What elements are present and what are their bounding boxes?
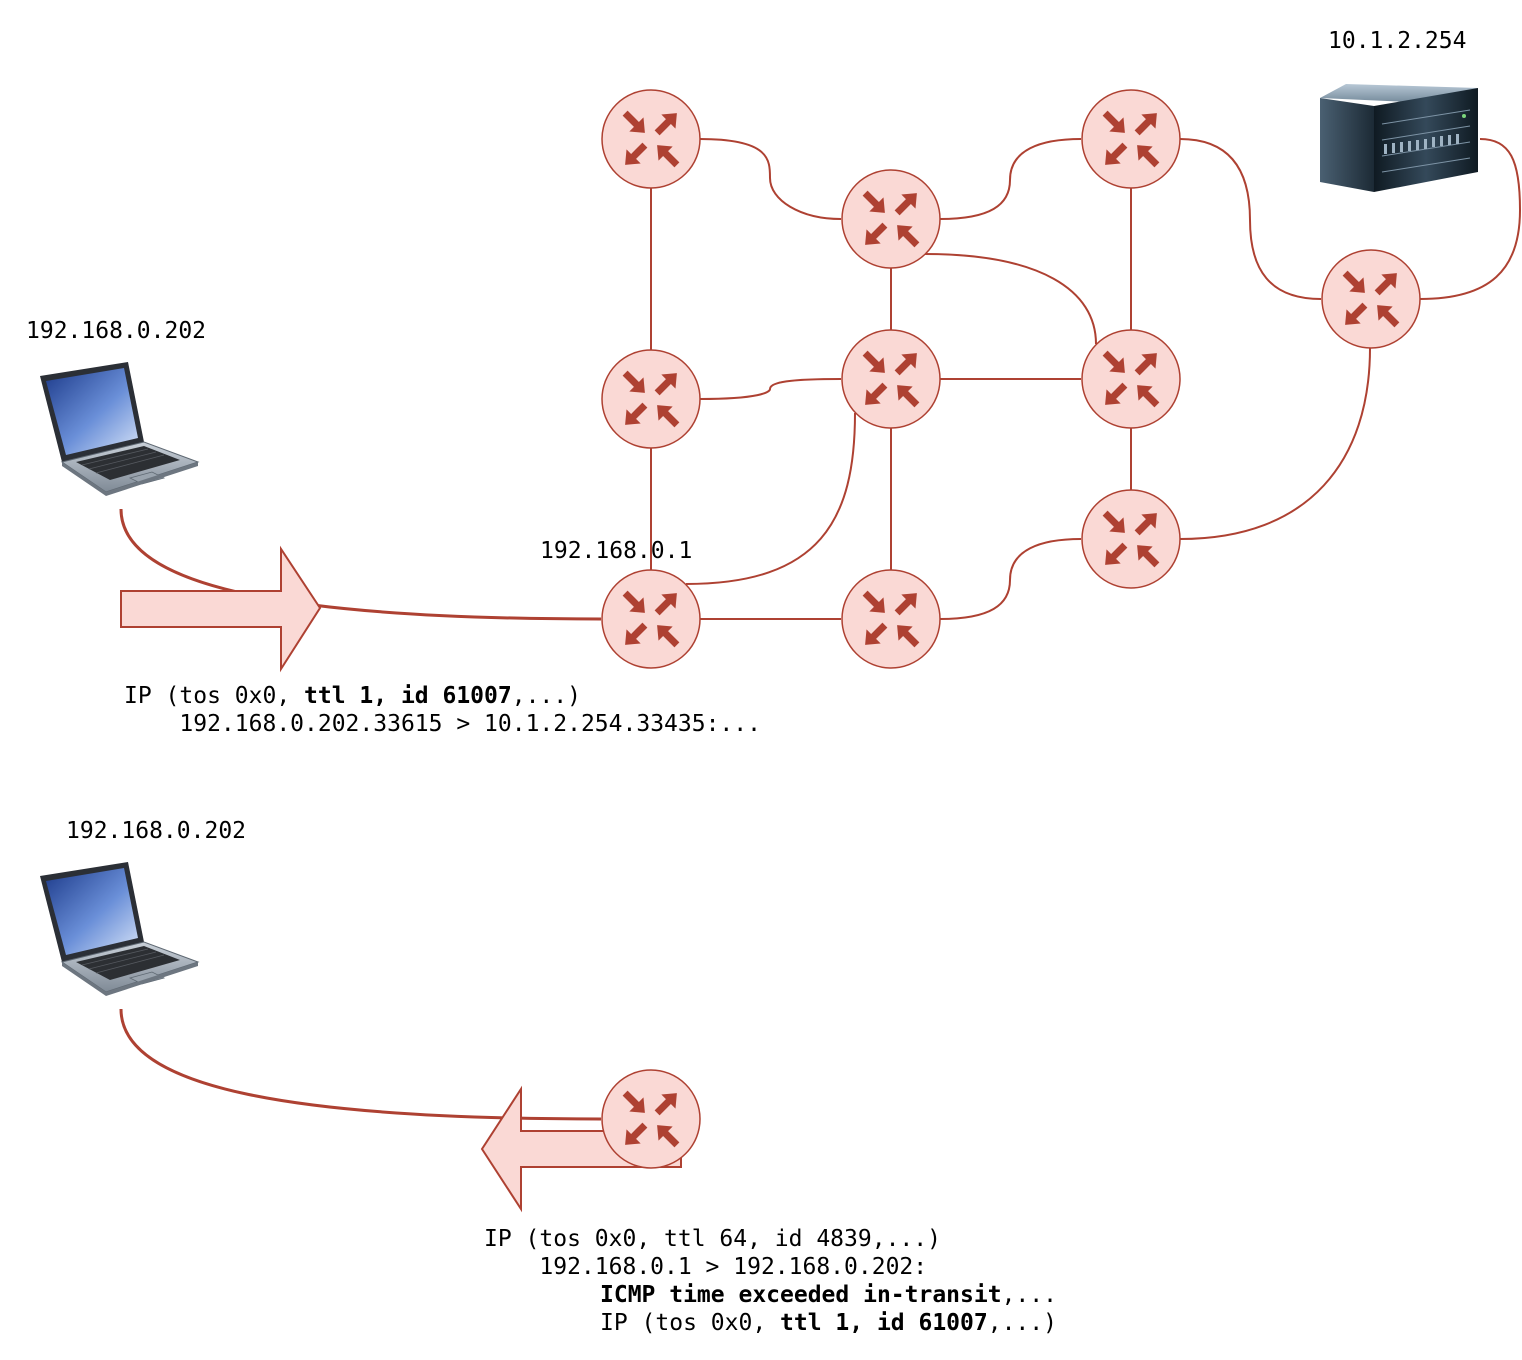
reply-line-3: ICMP time exceeded in-transit,... — [600, 1282, 1057, 1308]
laptop-icon[interactable] — [39, 861, 199, 997]
router-icon[interactable] — [1081, 489, 1181, 589]
packet-ttl: ttl 1, id 61007 — [304, 683, 512, 709]
link-r2-r6 — [924, 253, 1097, 345]
laptop-label-bottom: 192.168.0.202 — [66, 818, 246, 844]
reply-icmp: ICMP time exceeded in-transit — [600, 1282, 1002, 1308]
link-r1-r2 — [699, 138, 842, 220]
flow-gateway-to-laptop — [119, 1008, 602, 1121]
reply-inner-prefix: IP (tos 0x0, — [600, 1310, 780, 1336]
router-icon[interactable] — [601, 1069, 701, 1169]
packet-line-1: IP (tos 0x0, ttl 1, id 61007,...) — [124, 683, 581, 709]
reply-line-2: 192.168.0.1 > 192.168.0.202: — [484, 1254, 927, 1280]
block-arrow-icon — [120, 545, 322, 673]
reply-icmp-suffix: ,... — [1002, 1282, 1057, 1308]
router-icon[interactable] — [1321, 249, 1421, 349]
packet-line-2: 192.168.0.202.33615 > 10.1.2.254.33435:.… — [124, 711, 761, 737]
link-r3-server-router — [1179, 138, 1322, 300]
router-icon[interactable] — [841, 329, 941, 429]
link-r4-r5 — [699, 378, 842, 400]
router-icon[interactable] — [841, 169, 941, 269]
router-icon[interactable] — [601, 349, 701, 449]
packet-prefix: IP (tos 0x0, — [124, 683, 304, 709]
link-r2-r3 — [939, 138, 1082, 220]
link-gateway-r5 — [685, 412, 856, 585]
network-links — [650, 138, 1522, 620]
reply-inner-ttl: ttl 1, id 61007 — [780, 1310, 988, 1336]
link-r8-r9 — [939, 538, 1082, 620]
reply-line-1: IP (tos 0x0, ttl 64, id 4839,...) — [484, 1226, 941, 1252]
reply-line-4: IP (tos 0x0, ttl 1, id 61007,...) — [600, 1310, 1057, 1336]
server-icon[interactable] — [1319, 83, 1479, 193]
laptop-label: 192.168.0.202 — [26, 318, 206, 344]
router-icon[interactable] — [1081, 329, 1181, 429]
router-icon[interactable] — [601, 569, 701, 669]
laptop-icon[interactable] — [39, 361, 199, 497]
reply-inner-suffix: ,...) — [988, 1310, 1057, 1336]
link-server — [1419, 138, 1522, 300]
packet-suffix: ,...) — [512, 683, 581, 709]
router-icon[interactable] — [601, 89, 701, 189]
server-label: 10.1.2.254 — [1328, 28, 1466, 54]
router-icon[interactable] — [1081, 89, 1181, 189]
link-r9-server-router — [1179, 347, 1371, 540]
gateway-label: 192.168.0.1 — [540, 538, 692, 564]
router-icon[interactable] — [841, 569, 941, 669]
